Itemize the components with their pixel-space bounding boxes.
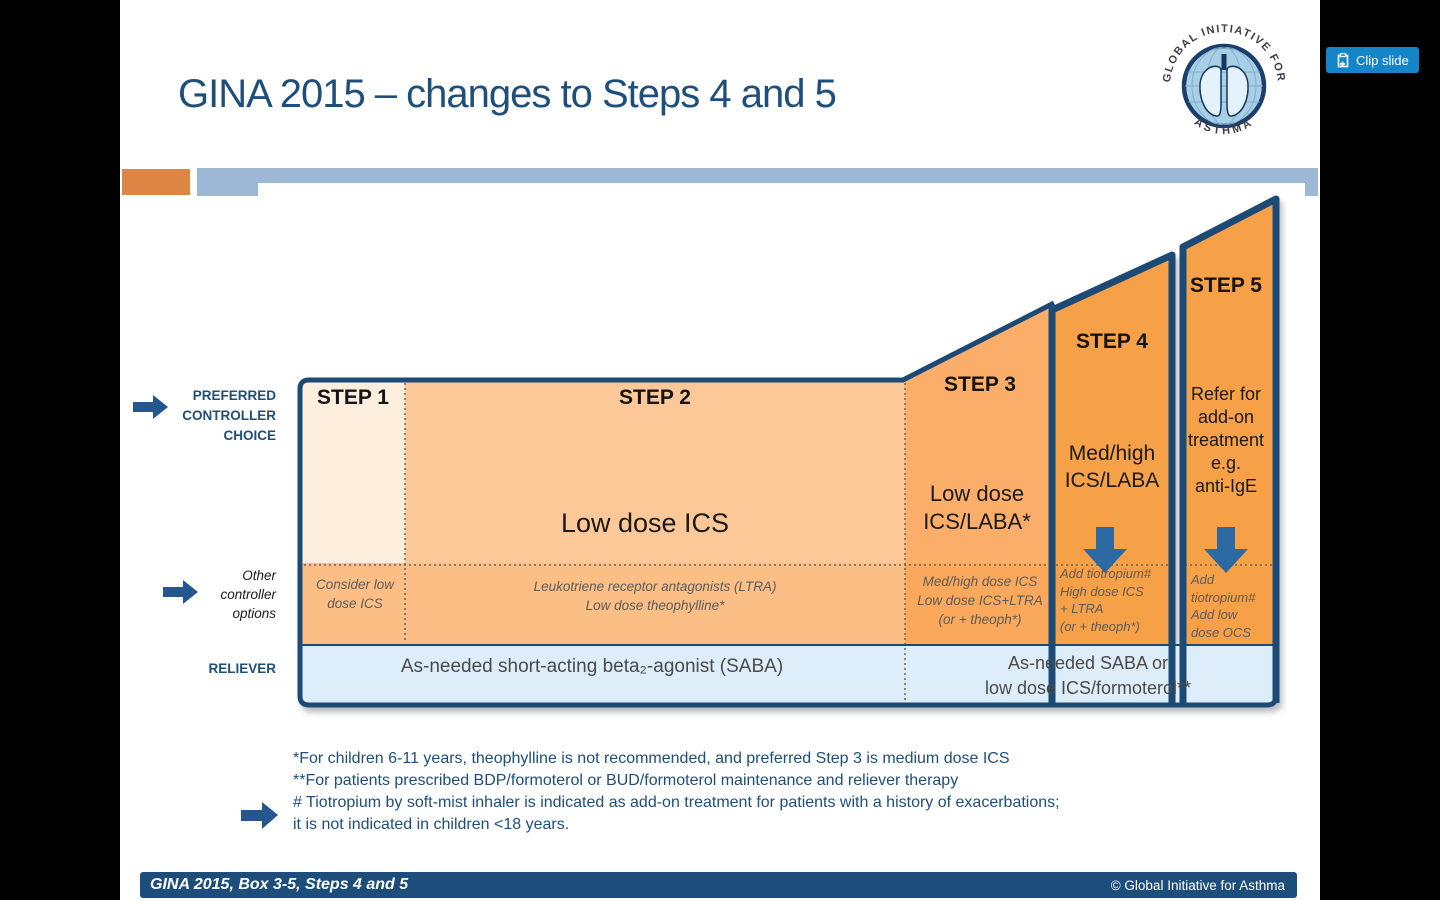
gina-logo: GLOBAL INITIATIVE FOR ASTHMA xyxy=(1160,20,1288,152)
band-orange-square xyxy=(122,169,190,195)
step-5-header: STEP 5 xyxy=(1190,274,1262,297)
clipboard-plus-icon xyxy=(1337,52,1349,67)
step-3-preferred: Low dose ICS/LABA* xyxy=(923,481,1031,534)
step-4-other: Add tiotropium# High dose ICS + LTRA (or… xyxy=(1060,566,1152,634)
step-3-fill xyxy=(905,305,1054,645)
step-5-fill xyxy=(1183,197,1276,645)
footnote-arrow-icon xyxy=(241,802,278,829)
other-row-fill-step-3 xyxy=(905,563,1054,645)
clip-slide-button[interactable]: Clip slide xyxy=(1326,47,1419,73)
step-5-border xyxy=(1179,195,1280,703)
other-row-fill-steps-1-2 xyxy=(302,563,905,645)
step-3-header: STEP 3 xyxy=(944,373,1016,396)
step-1-header: STEP 1 xyxy=(317,386,389,409)
gina-logo-icon: GLOBAL INITIATIVE FOR ASTHMA xyxy=(1161,23,1286,137)
reliever-left-text: As-needed short-acting beta₂-agonist (SA… xyxy=(400,656,784,677)
step-2-preferred: Low dose ICS xyxy=(560,508,730,538)
footer-reference: GINA 2015, Box 3-5, Steps 4 and 5 xyxy=(150,876,409,893)
preferred-controller-label: PREFERRED CONTROLLER CHOICE xyxy=(182,388,276,443)
band-blue-block-right xyxy=(1305,168,1318,196)
step-5-other: Add tiotropium# Add low dose OCS xyxy=(1191,572,1256,640)
step-5-preferred: Refer for add-on treatment e.g. anti-IgE xyxy=(1187,384,1265,496)
step-2-header: STEP 2 xyxy=(619,386,691,409)
footer-copyright: © Global Initiative for Asthma xyxy=(1110,877,1285,893)
preferred-arrow-icon xyxy=(133,395,168,419)
step-2-other: Leukotriene receptor antagonists (LTRA) … xyxy=(533,579,777,613)
footer-bar: GINA 2015, Box 3-5, Steps 4 and 5 © Glob… xyxy=(140,872,1297,898)
dotted-separators xyxy=(304,383,1272,701)
viewer-background-left xyxy=(0,0,120,900)
step-3-other: Med/high dose ICS Low dose ICS+LTRA (or … xyxy=(917,574,1043,627)
step-4-fill xyxy=(1052,253,1172,645)
band-blue-block-left xyxy=(197,168,258,196)
slide: GINA 2015 – changes to Steps 4 and 5 xyxy=(120,0,1320,900)
step-1-other: Consider low dose ICS xyxy=(315,577,395,611)
reliever-row-fill xyxy=(302,645,1274,703)
step-1-fill xyxy=(302,382,405,563)
staircase-diagram xyxy=(297,195,1280,708)
step-4-header: STEP 4 xyxy=(1076,330,1148,353)
band-blue-rule xyxy=(258,168,1305,183)
step-4-preferred: Med/high ICS/LABA xyxy=(1064,442,1160,492)
step-5-down-arrow-icon xyxy=(1204,527,1248,573)
viewer-background-right xyxy=(1320,0,1440,900)
clip-slide-label: Clip slide xyxy=(1356,52,1409,68)
step-4-down-arrow-icon xyxy=(1083,527,1127,573)
slide-title: GINA 2015 – changes to Steps 4 and 5 xyxy=(178,72,837,116)
other-controller-label: Other controller options xyxy=(220,568,276,621)
footnotes: *For children 6-11 years, theophylline i… xyxy=(293,750,1060,833)
reliever-label: RELIEVER xyxy=(208,661,276,676)
reliever-right-text: As-needed SABA or low dose ICS/formotero… xyxy=(984,653,1192,698)
other-arrow-icon xyxy=(163,580,198,604)
step-4-border xyxy=(1048,251,1176,703)
